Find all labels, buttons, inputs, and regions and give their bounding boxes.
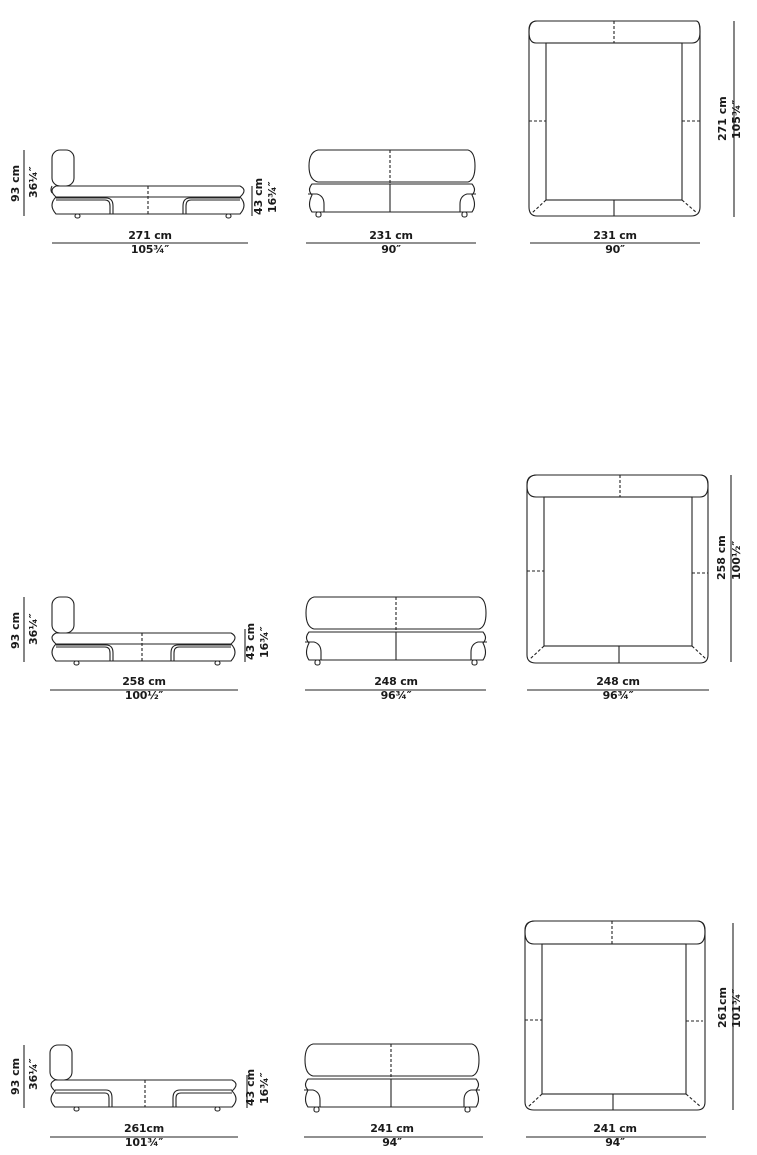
top-width-in-label: 96¾″ [602,689,634,702]
side-length-cm-label: 258 cm [122,675,166,688]
bed-configuration-3: 93 cm 36¼″ 43 cm 16¾″ 261cm 101¾″ 241 cm… [0,890,757,1155]
front-width-cm-label: 241 cm [370,1122,414,1135]
height-cm-label: 93 cm [9,1057,22,1095]
bed-configuration-2: 93 cm 36¼″ 43 cm 16¾″ 258 cm 100½″ 248 c… [0,445,757,710]
front-width-cm-label: 248 cm [374,675,418,688]
top-width-in-label: 94″ [605,1136,625,1149]
side-view-drawing [23,920,734,1138]
side-view-drawing [23,20,735,244]
top-width-cm-label: 241 cm [593,1122,637,1135]
top-width-cm-label: 248 cm [596,675,640,688]
seat-height-cm-label: 43 cm [244,622,257,660]
side-length-in-label: 100½″ [124,689,164,702]
side-view-drawing [23,474,732,691]
top-length-cm-label: 261cm [716,987,729,1028]
seat-height-cm-label: 43 cm [244,1068,257,1106]
top-length-in-label: 101¾″ [730,988,743,1028]
side-length-in-label: 101¾″ [124,1136,164,1149]
front-width-cm-label: 231 cm [369,229,413,242]
side-length-cm-label: 261cm [124,1122,164,1135]
height-cm-label: 93 cm [9,611,22,649]
height-in-label: 36¼″ [27,1058,40,1090]
height-in-label: 36¼″ [27,613,40,645]
seat-height-cm-label: 43 cm [252,177,265,215]
top-length-cm-label: 258 cm [715,535,728,580]
top-length-in-label: 105¾″ [730,99,743,139]
seat-height-in-label: 16¾″ [258,626,271,658]
top-width-cm-label: 231 cm [593,229,637,242]
height-in-label: 36¼″ [27,166,40,198]
seat-height-in-label: 16¾″ [258,1072,271,1104]
front-width-in-label: 94″ [382,1136,402,1149]
top-width-in-label: 90″ [605,243,625,256]
side-length-in-label: 105¾″ [130,243,170,256]
top-length-in-label: 100½″ [730,540,743,580]
height-cm-label: 93 cm [9,164,22,202]
front-width-in-label: 96¾″ [380,689,412,702]
front-width-in-label: 90″ [381,243,401,256]
side-length-cm-label: 271 cm [128,229,172,242]
top-length-cm-label: 271 cm [716,96,729,141]
bed-configuration-1: 93 cm 36¼″ 43 cm 16¾″ 271 cm 105¾″ 231 c… [0,0,757,260]
seat-height-in-label: 16¾″ [266,181,279,213]
